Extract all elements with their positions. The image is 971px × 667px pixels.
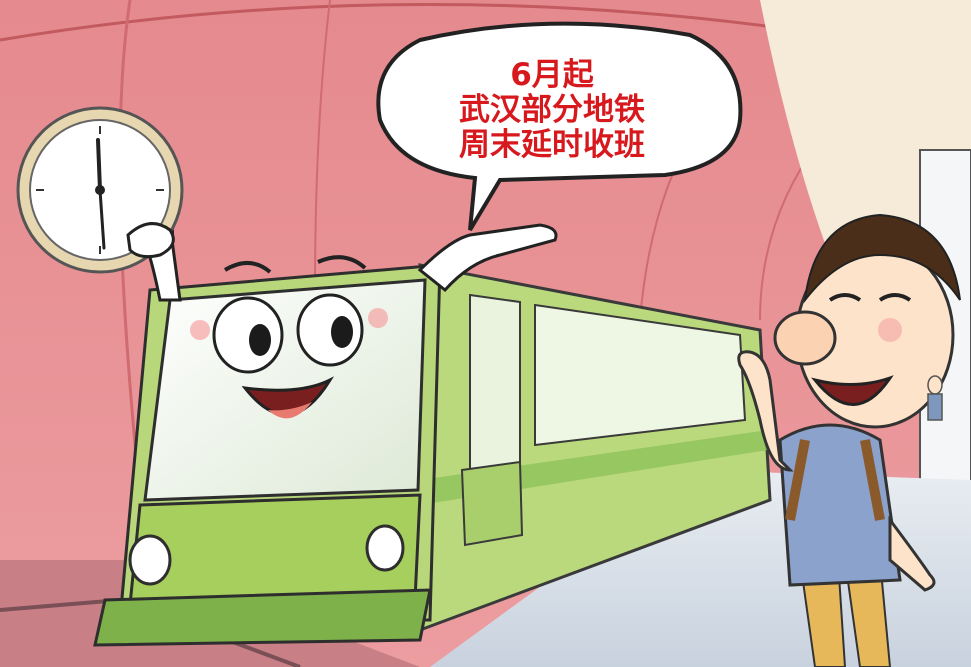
clock-hand-minute	[98, 188, 106, 250]
man-arm	[737, 350, 794, 472]
train-arm-right	[417, 223, 558, 293]
clock-hand-hour	[96, 138, 102, 192]
train-mouth	[241, 376, 335, 416]
train-pupil	[331, 316, 353, 348]
bubble-line-1: 6月起	[510, 57, 594, 93]
clock-ticks	[36, 126, 164, 254]
man-cheek	[878, 318, 902, 342]
man-hair	[803, 213, 961, 304]
train-eye-left	[212, 296, 284, 374]
train-eyebrow	[317, 255, 367, 270]
train-side-window	[534, 303, 747, 447]
train-tongue	[268, 402, 312, 419]
train-headlight-right	[365, 524, 405, 572]
bubble-line-3: 周末延时收班	[459, 127, 645, 163]
train-eye-right	[296, 293, 364, 367]
clock-hand-grip	[126, 222, 175, 259]
train-door	[460, 460, 524, 547]
train-cheek	[190, 320, 210, 340]
man-backpack-strap	[860, 439, 885, 521]
speech-bubble-text: 6月起 武汉部分地铁 周末延时收班	[392, 58, 712, 163]
train-pupil	[249, 324, 271, 356]
train-cheek	[368, 308, 388, 328]
speech-bubble	[376, 21, 743, 232]
bubble-line-2: 武汉部分地铁	[459, 92, 645, 128]
man-mouth	[811, 375, 894, 406]
train-side-window	[469, 293, 521, 482]
man-arm-right	[888, 515, 936, 592]
man-backpack-strap	[785, 439, 810, 521]
train-headlight-left	[128, 534, 172, 586]
man-eye	[878, 293, 912, 302]
man-nose	[773, 310, 837, 366]
background-person	[927, 393, 943, 421]
man-eye	[828, 293, 862, 302]
background-person	[927, 375, 943, 395]
clock-center	[95, 185, 105, 195]
train-bumper	[93, 588, 432, 647]
train-eyebrow	[223, 261, 272, 274]
